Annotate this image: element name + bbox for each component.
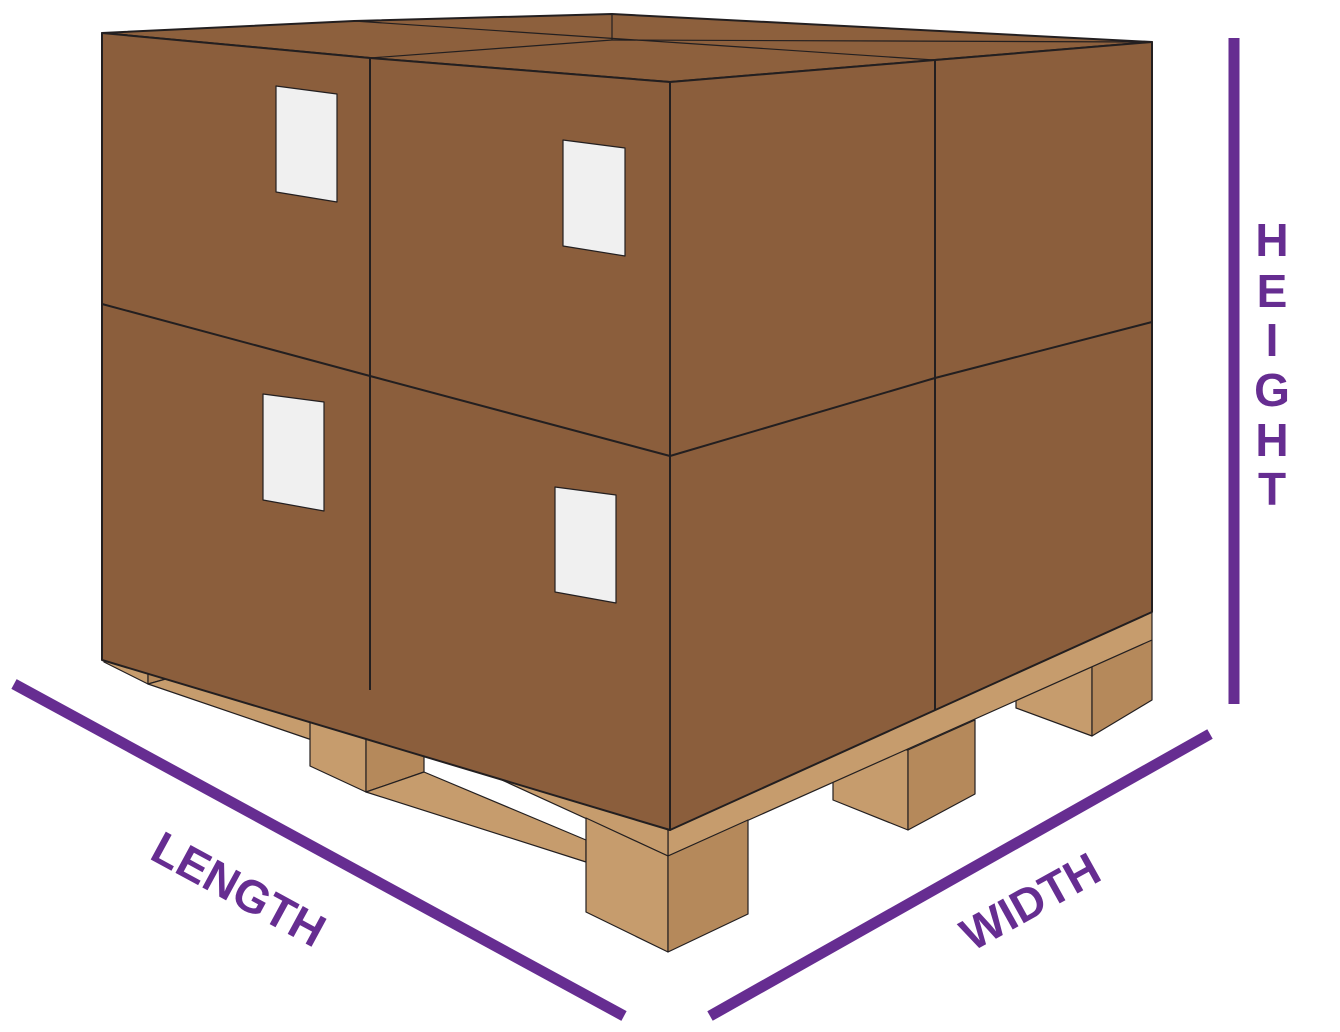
height-letter: I [1266, 314, 1279, 366]
shipping-label-top-left [275, 85, 338, 203]
height-letter: T [1258, 463, 1286, 515]
width-label: WIDTH [952, 842, 1109, 961]
width-dimension-line [707, 729, 1213, 1021]
height-letter: H [1255, 414, 1288, 466]
height-letter: G [1254, 364, 1290, 416]
shipping-label-bottom-center [554, 486, 617, 604]
length-dimension-line [11, 679, 627, 1021]
dimension-lines [11, 38, 1240, 1021]
shipping-label-top-center [562, 139, 626, 257]
height-letter: H [1255, 214, 1288, 266]
shipping-label-bottom-left [262, 393, 325, 512]
box-stack [101, 13, 1153, 831]
height-letter: E [1257, 265, 1288, 317]
height-label: H E I G H T [1254, 214, 1290, 515]
